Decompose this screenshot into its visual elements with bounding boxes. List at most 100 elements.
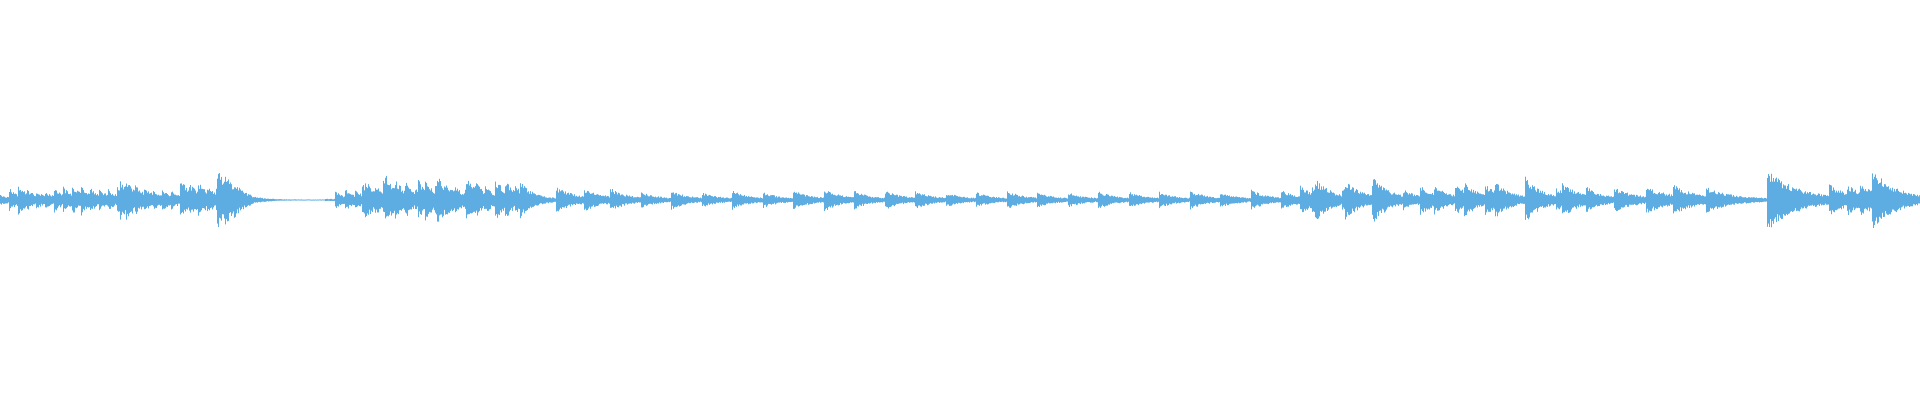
waveform-sample (1451, 195, 1452, 206)
waveform-sample (1025, 197, 1026, 203)
waveform-sample (1317, 180, 1318, 220)
waveform-sample (1762, 198, 1763, 202)
waveform-sample (1802, 192, 1803, 209)
waveform-sample (8, 197, 9, 203)
waveform-sample (1171, 196, 1172, 205)
waveform-sample (196, 193, 197, 210)
waveform-sample (1918, 196, 1919, 204)
waveform-sample (1150, 197, 1151, 202)
waveform-sample (280, 199, 281, 201)
waveform-sample (572, 194, 573, 206)
waveform-sample (1491, 189, 1492, 209)
waveform-sample (344, 196, 345, 204)
waveform-sample (1237, 196, 1238, 204)
waveform-sample (137, 187, 138, 212)
waveform-sample (383, 180, 384, 212)
waveform-sample (432, 191, 433, 210)
waveform-sample (470, 183, 471, 214)
waveform-sample (161, 195, 162, 206)
waveform-sample (1153, 198, 1154, 203)
waveform-sample (1511, 194, 1512, 208)
waveform-sample (1674, 185, 1675, 212)
waveform-sample (1780, 182, 1781, 218)
waveform-sample (723, 197, 724, 203)
waveform-sample (1677, 187, 1678, 210)
waveform-sample (425, 181, 426, 221)
waveform-sample (298, 199, 299, 201)
waveform-sample (1486, 189, 1487, 213)
waveform-sample (1034, 197, 1035, 202)
waveform-sample (114, 195, 115, 206)
waveform-sample (95, 193, 96, 207)
waveform-sample (579, 195, 580, 204)
waveform-sample (178, 195, 179, 204)
waveform-sample (1161, 194, 1162, 206)
waveform-sample (643, 194, 644, 207)
waveform-sample (500, 185, 501, 211)
waveform-sample (558, 192, 559, 212)
waveform-sample (48, 195, 49, 207)
waveform-sample (1423, 189, 1424, 213)
waveform-sample (1102, 194, 1103, 205)
waveform-sample (529, 193, 530, 209)
waveform-sample (207, 189, 208, 212)
waveform-sample (1490, 189, 1491, 212)
waveform-sample (302, 199, 303, 201)
waveform-sample (837, 195, 838, 205)
waveform-sample (1387, 190, 1388, 208)
waveform-sample (362, 186, 363, 212)
waveform-sample (1642, 196, 1643, 203)
waveform-sample (991, 197, 992, 203)
waveform-sample (1532, 185, 1533, 213)
waveform-sample (78, 191, 79, 206)
waveform-sample (38, 194, 39, 208)
waveform-sample (160, 195, 161, 206)
waveform-sample (613, 192, 614, 208)
waveform-sample (1671, 194, 1672, 205)
waveform-sample (1077, 196, 1078, 205)
waveform-sample (1375, 180, 1376, 219)
waveform-sample (340, 195, 341, 205)
waveform-sample (1915, 195, 1916, 206)
waveform-sample (1903, 190, 1904, 206)
waveform-sample (706, 194, 707, 205)
waveform-sample (1702, 195, 1703, 205)
waveform-sample (1673, 187, 1674, 214)
waveform-sample (499, 184, 500, 216)
waveform-sample (1713, 191, 1714, 210)
waveform-sample (789, 198, 790, 202)
waveform-sample (74, 191, 75, 213)
waveform-sample (1438, 190, 1439, 211)
waveform-sample (1111, 195, 1112, 204)
waveform-sample (286, 199, 287, 201)
waveform-sample (299, 199, 300, 201)
waveform-sample (728, 198, 729, 202)
waveform-sample (1081, 197, 1082, 203)
waveform-sample (1406, 192, 1407, 207)
waveform-sample (307, 199, 308, 201)
waveform-sample (1864, 190, 1865, 209)
waveform-sample (1023, 196, 1024, 205)
waveform-sample (111, 194, 112, 207)
waveform-sample (323, 199, 324, 201)
waveform-sample (1173, 196, 1174, 204)
waveform-sample (423, 188, 424, 210)
waveform-sample (1139, 195, 1140, 204)
waveform-sample (828, 191, 829, 207)
waveform-sample (410, 189, 411, 210)
waveform-sample (148, 191, 149, 209)
waveform-sample (799, 193, 800, 206)
waveform-sample (921, 195, 922, 207)
waveform-sample (168, 195, 169, 206)
waveform-sample (1000, 198, 1001, 202)
waveform-sample (805, 196, 806, 205)
waveform-sample (1266, 196, 1267, 204)
waveform-sample (371, 191, 372, 211)
waveform-sample (1901, 192, 1902, 208)
waveform-sample (1887, 186, 1888, 215)
waveform-sample (581, 196, 582, 205)
waveform-sample (1764, 197, 1765, 202)
waveform-sample (835, 195, 836, 206)
waveform-sample (1485, 186, 1486, 215)
waveform-sample (14, 193, 15, 208)
